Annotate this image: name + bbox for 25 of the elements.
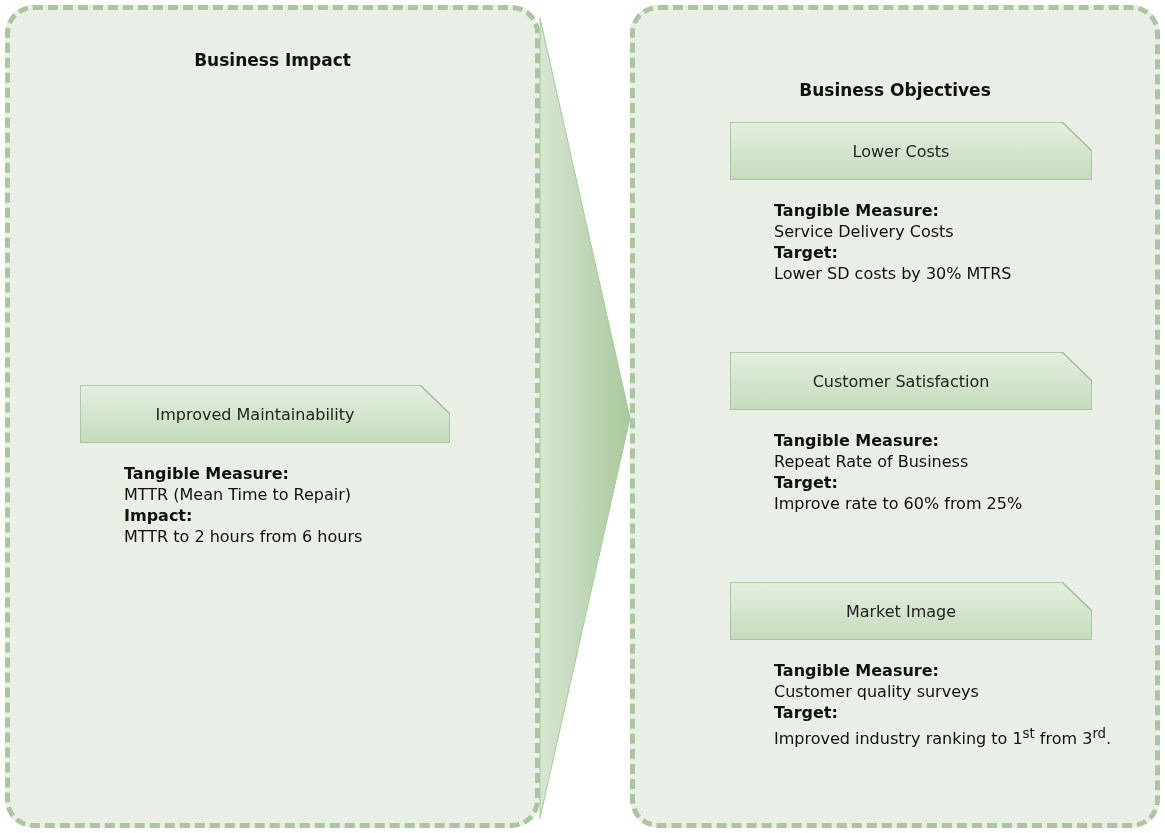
measure-heading: Tangible Measure: [774, 660, 940, 681]
panel-card [630, 5, 1160, 828]
measure-heading: Target: [774, 242, 839, 263]
tab-label: Customer Satisfaction [811, 371, 991, 391]
chevron-arrow [539, 17, 631, 819]
panel-card [5, 5, 540, 828]
measure-text: Customer quality surveys [774, 681, 980, 702]
measure-text: Service Delivery Costs [774, 221, 955, 242]
panel-title: Business Impact [193, 50, 352, 70]
measure-heading: Tangible Measure: [774, 430, 940, 451]
measure-heading: Impact: [124, 505, 194, 526]
panel-title: Business Objectives [798, 80, 992, 100]
measure-heading: Target: [774, 702, 839, 723]
measure-text: Improved industry ranking to 1$^{st}$ from 3$^{rd}$. [774, 725, 1112, 750]
measure-text: Improve rate to 60% from 25% [774, 493, 1023, 514]
tab-label: Lower Costs [851, 141, 951, 161]
measure-text: MTTR to 2 hours from 6 hours [124, 526, 363, 547]
measure-text: MTTR (Mean Time to Repair) [124, 484, 353, 505]
measure-heading: Target: [774, 472, 839, 493]
measure-text: Repeat Rate of Business [774, 451, 970, 472]
tab-label: Improved Maintainability [154, 404, 356, 424]
measure-heading: Tangible Measure: [124, 463, 290, 484]
measure-heading: Tangible Measure: [774, 200, 940, 221]
measure-text: Lower SD costs by 30% MTRS [774, 263, 1012, 284]
tab-label: Market Image [844, 601, 958, 621]
